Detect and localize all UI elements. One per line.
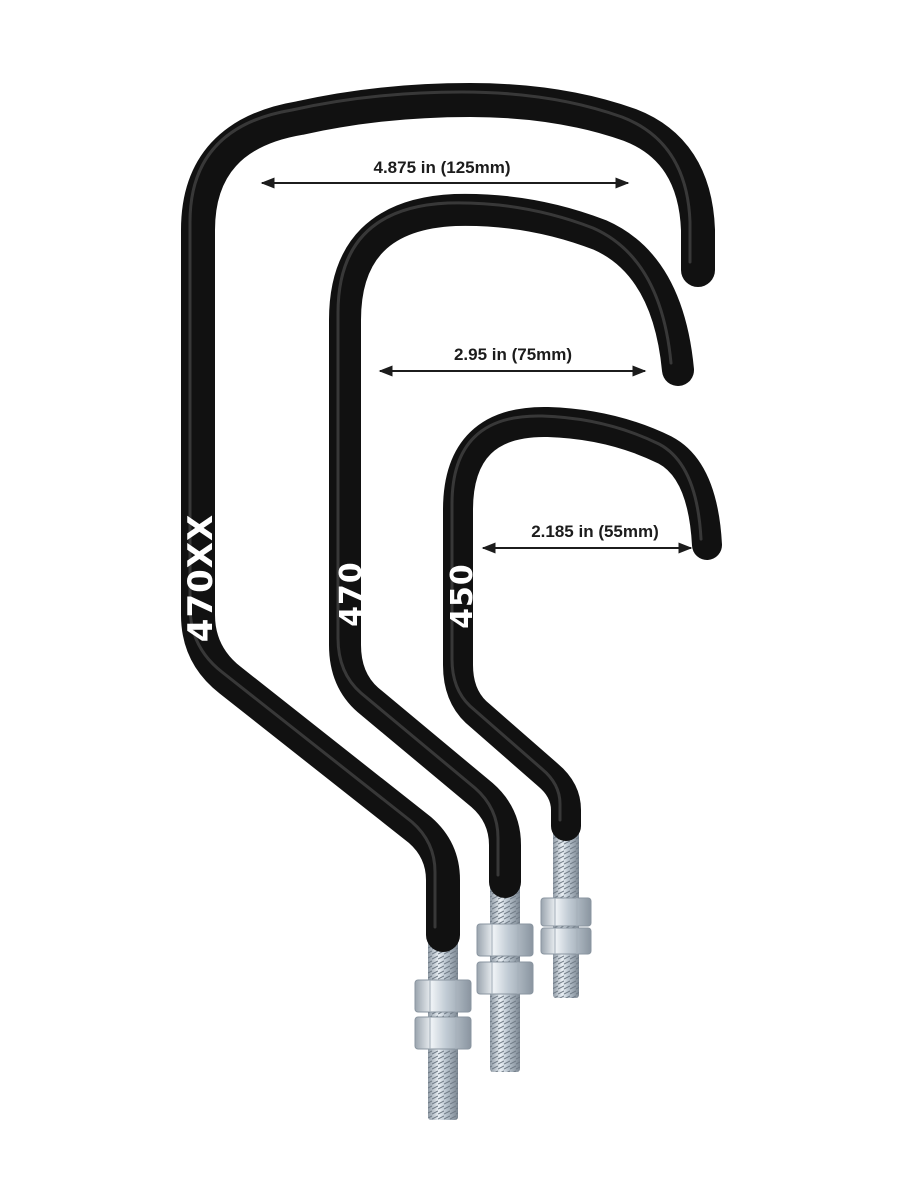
- hook-470-label: 470: [334, 561, 369, 627]
- dimension-470: 2.95 in (75mm): [378, 345, 647, 377]
- nut-450-lower: [540, 927, 592, 955]
- hook-450: 450: [443, 406, 722, 841]
- hook-450-label: 450: [445, 563, 480, 629]
- nut-470-upper: [476, 923, 534, 957]
- dimension-470xx: 4.875 in (125mm): [260, 158, 630, 189]
- nut-450-upper: [540, 897, 592, 927]
- hook-470: 470: [329, 193, 694, 898]
- bolt-470xx: [414, 935, 472, 1120]
- bolt-470: [476, 882, 534, 1072]
- dimension-label-450: 2.185 in (55mm): [531, 522, 659, 541]
- bolt-450: [540, 826, 592, 998]
- nut-470-lower: [476, 961, 534, 995]
- dimension-label-470xx: 4.875 in (125mm): [373, 158, 510, 177]
- dimension-450: 2.185 in (55mm): [481, 522, 693, 554]
- nut-470xx-upper: [414, 979, 472, 1013]
- hook-470xx-label: 470XX: [181, 514, 221, 642]
- hook-470xx: 470XX: [181, 83, 715, 952]
- nut-470xx-lower: [414, 1016, 472, 1050]
- dimension-label-470: 2.95 in (75mm): [454, 345, 572, 364]
